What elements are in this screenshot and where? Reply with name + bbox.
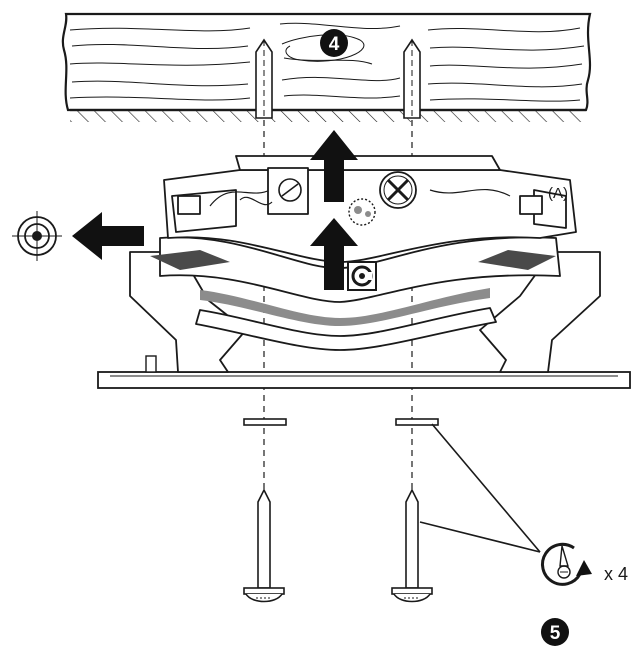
mounting-screw-icon [391, 488, 433, 603]
quantity-label: x 4 [604, 564, 628, 584]
bracket-body [129, 155, 601, 373]
release-arrow-icon [310, 130, 358, 202]
wood-board-icon [61, 12, 592, 122]
step-badge-5: 5 [541, 618, 569, 646]
alignment-lines [263, 120, 413, 490]
part-label: (A) [548, 185, 568, 202]
mounting-screw-icon [243, 488, 285, 603]
rotate-screwdriver-icon [541, 542, 592, 586]
washer-icon [395, 418, 439, 426]
target-symbol-icon [12, 211, 62, 261]
wall-plug-icon [255, 38, 273, 119]
cross-screw-icon [379, 171, 417, 209]
release-arrow-icon [310, 218, 358, 290]
step-number-upper: 4 [329, 34, 340, 55]
wall-plug-icon [403, 38, 421, 119]
callout-lines [419, 423, 541, 553]
step-number-lower: 5 [550, 623, 561, 644]
release-arrow-icon [72, 212, 144, 260]
washer-icon [243, 418, 287, 426]
step-badge-4: 4 [320, 29, 348, 57]
lock-screw-icon [347, 261, 377, 291]
